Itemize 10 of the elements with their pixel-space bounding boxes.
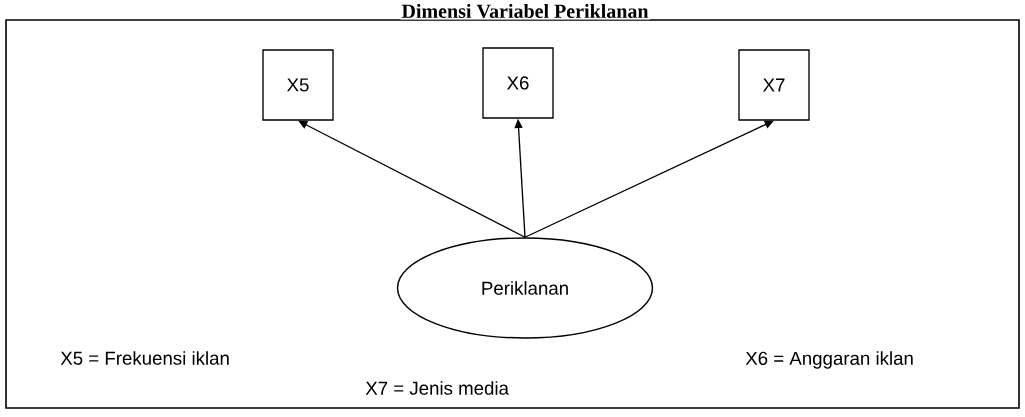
title: Dimensi Variabel Periklanan	[400, 2, 650, 20]
variable-box: X6	[482, 47, 554, 119]
definition-label: X7 = Jenis media	[365, 381, 509, 395]
arrow	[298, 120, 526, 238]
ellipse-node: Periklanan	[396, 237, 654, 339]
definition-label: X6 = Anggaran iklan	[745, 351, 913, 369]
arrow	[524, 120, 774, 238]
definition-label: X5 = Frekuensi iklan	[60, 351, 229, 365]
variable-box: X5	[262, 49, 334, 121]
variable-box: X7	[738, 49, 810, 121]
